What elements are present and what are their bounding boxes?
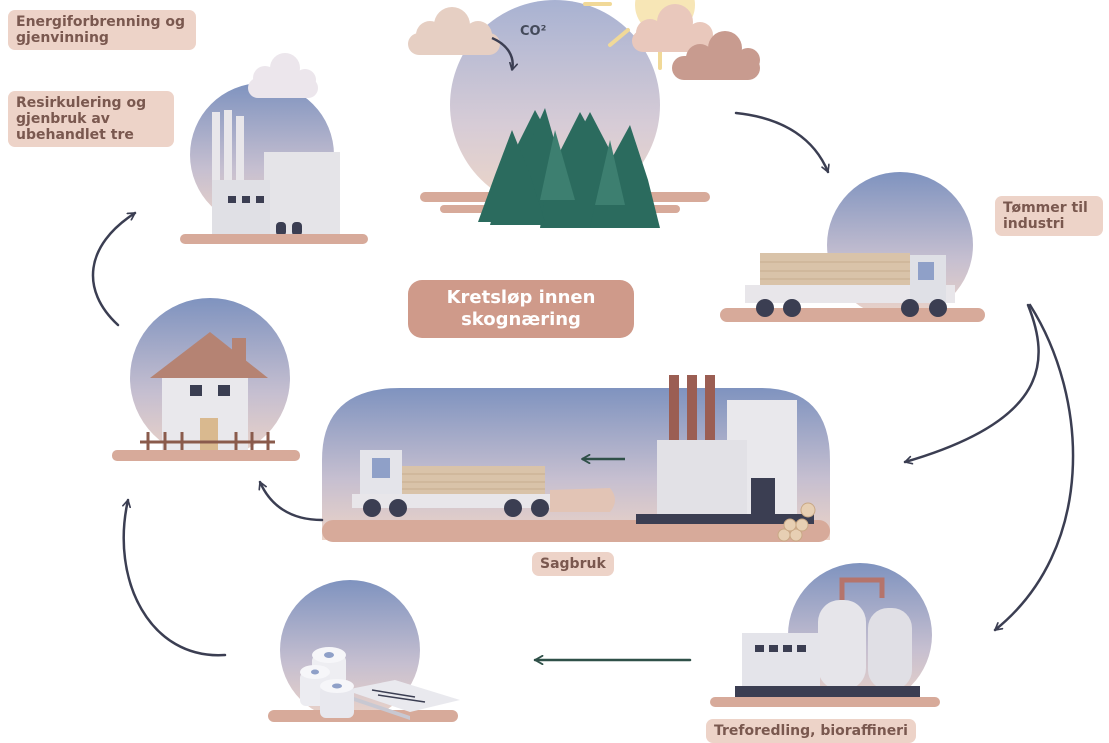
paper-roll-icon — [300, 647, 354, 718]
timber-truck-scene — [720, 172, 985, 322]
wheel-icon — [363, 499, 549, 517]
sawmill-scene — [322, 375, 830, 542]
house-scene — [112, 298, 300, 461]
arrow-paper-to-house — [124, 498, 227, 657]
cloud-icon — [672, 31, 760, 80]
label-recycling: Resirkulering og gjenbruk av ubehandlet … — [8, 91, 174, 147]
refinery-scene — [710, 563, 940, 707]
label-refining: Treforedling, bioraffineri — [706, 719, 916, 743]
paper-products-scene — [268, 580, 460, 722]
label-timber: Tømmer til industri — [995, 196, 1103, 236]
label-energy: Energiforbrenning og gjenvinning — [8, 10, 196, 50]
arrow-timber-to-refinery — [993, 303, 1075, 632]
arrow-house-to-plant — [91, 211, 137, 327]
log-pile-icon — [777, 502, 816, 542]
incineration-plant-scene — [180, 53, 368, 244]
forest-scene — [408, 0, 760, 228]
wheel-icon — [756, 299, 947, 317]
co2-label: CO² — [520, 24, 547, 39]
diagram-title: Kretsløp innen skognæring — [408, 280, 634, 338]
arrow-sawmill-to-house — [260, 480, 324, 522]
cloud-icon — [408, 7, 500, 55]
cycle-arrows — [91, 111, 1075, 660]
label-sawmill: Sagbruk — [532, 552, 614, 576]
cloud-icon — [632, 4, 713, 52]
cloud-icon — [248, 53, 318, 98]
arrow-forest-to-timber — [734, 111, 828, 174]
arrow-timber-to-sawmill — [903, 303, 1040, 462]
